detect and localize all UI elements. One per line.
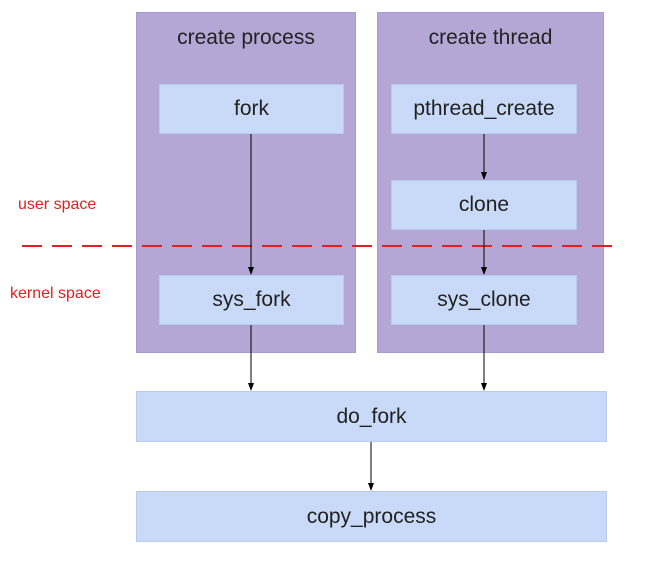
do-fork-node: do_fork (136, 391, 607, 442)
clone-node: clone (391, 180, 577, 230)
create-process-title: create process (177, 26, 315, 49)
fork-node: fork (159, 84, 344, 134)
user-space-label: user space (18, 196, 97, 213)
sys-fork-node: sys_fork (159, 275, 344, 325)
sys-clone-node: sys_clone (391, 275, 577, 325)
pthread-create-node: pthread_create (391, 84, 577, 134)
copy-process-node: copy_process (136, 491, 607, 542)
kernel-space-label: kernel space (10, 285, 101, 302)
create-thread-title: create thread (428, 26, 553, 49)
